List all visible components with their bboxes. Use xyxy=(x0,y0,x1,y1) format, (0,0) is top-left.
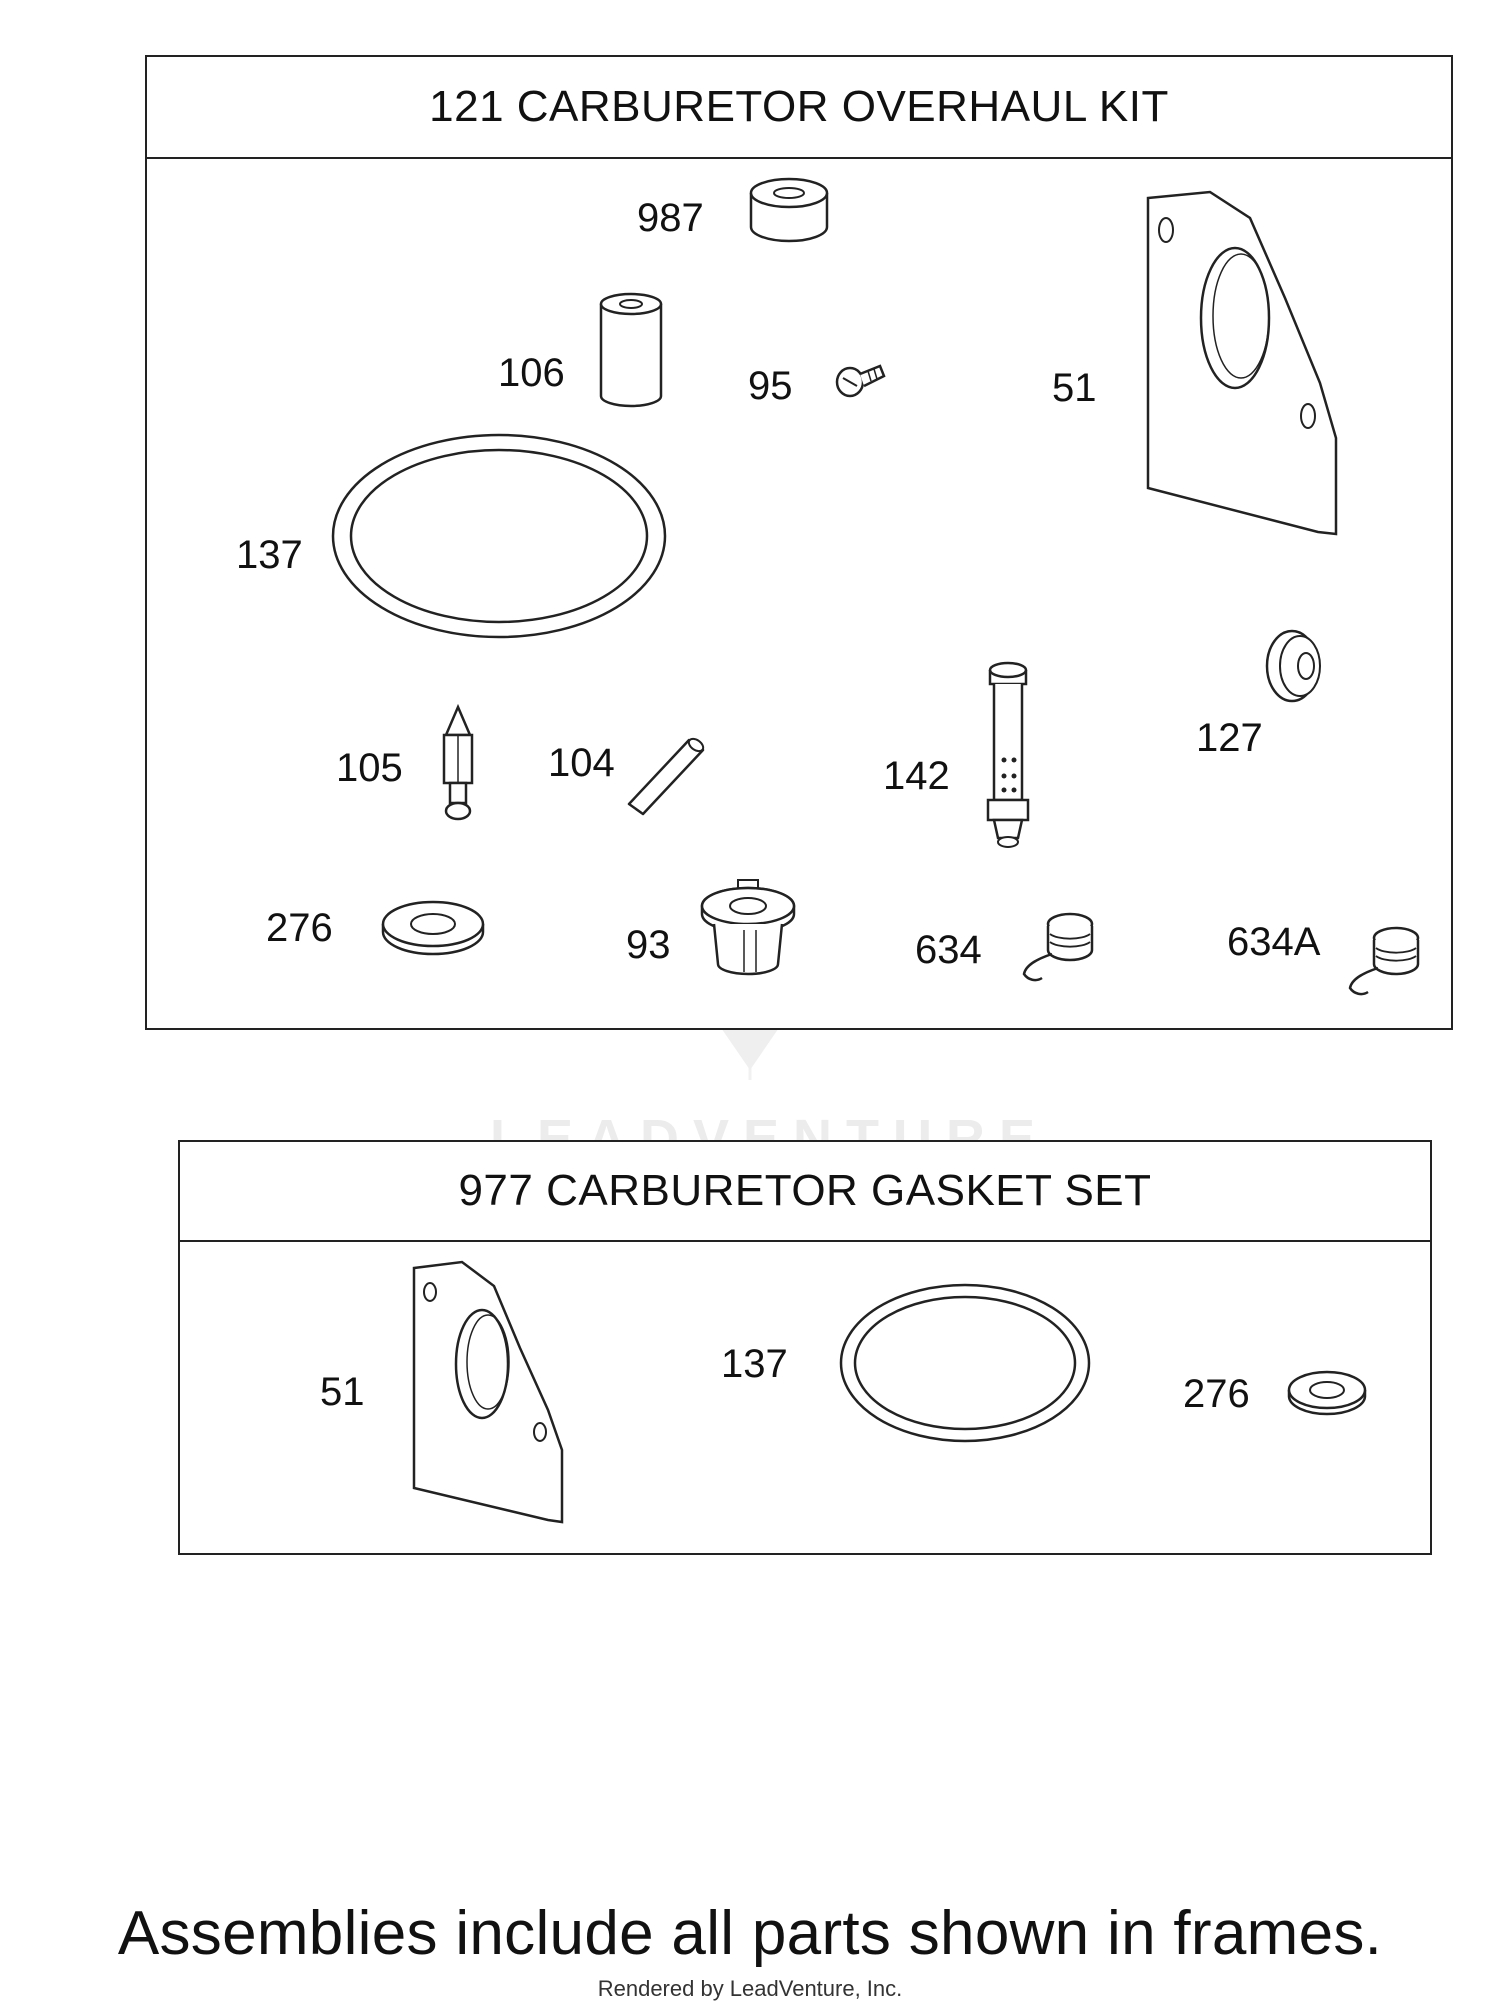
part-label-634[interactable]: 634 xyxy=(915,928,982,972)
part-label-137-kit[interactable]: 137 xyxy=(236,533,303,577)
part-label-105[interactable]: 105 xyxy=(336,746,403,790)
part-label-95[interactable]: 95 xyxy=(748,364,793,408)
washer-276-set-icon[interactable] xyxy=(1286,1368,1368,1418)
spacer-987-icon[interactable] xyxy=(748,175,830,245)
pin-104-icon[interactable] xyxy=(625,736,707,818)
part-label-51-kit[interactable]: 51 xyxy=(1052,366,1097,410)
cylinder-106-icon[interactable] xyxy=(598,290,664,410)
part-label-127[interactable]: 127 xyxy=(1196,716,1263,760)
part-label-987[interactable]: 987 xyxy=(637,196,704,240)
gasket-set-title: 977 CARBURETOR GASKET SET xyxy=(180,1142,1430,1242)
assemblies-note: Assemblies include all parts shown in fr… xyxy=(117,1899,1383,1968)
spring-634a-icon[interactable] xyxy=(1346,922,1422,1002)
part-label-634a[interactable]: 634A xyxy=(1227,920,1321,964)
part-label-137-set[interactable]: 137 xyxy=(721,1342,788,1386)
part-label-104[interactable]: 104 xyxy=(548,741,615,785)
overhaul-kit-title: 121 CARBURETOR OVERHAUL KIT xyxy=(147,57,1451,159)
washer-127-icon[interactable] xyxy=(1264,628,1326,704)
washer-276-icon[interactable] xyxy=(380,898,486,958)
render-credit: Rendered by LeadVenture, Inc. xyxy=(597,1976,903,2001)
part-label-93[interactable]: 93 xyxy=(626,923,671,967)
needle-105-icon[interactable] xyxy=(436,705,480,823)
part-label-51-set[interactable]: 51 xyxy=(320,1370,365,1414)
gasket-plate-51-icon[interactable] xyxy=(1140,188,1340,540)
o-ring-137-icon[interactable] xyxy=(330,432,668,640)
bushing-93-icon[interactable] xyxy=(698,870,798,980)
spring-634-icon[interactable] xyxy=(1020,908,1096,988)
screw-95-icon[interactable] xyxy=(834,356,886,402)
emulsion-tube-142-icon[interactable] xyxy=(982,660,1034,850)
part-label-106[interactable]: 106 xyxy=(498,351,565,395)
part-label-142[interactable]: 142 xyxy=(883,754,950,798)
part-label-276-set[interactable]: 276 xyxy=(1183,1372,1250,1416)
o-ring-137-set-icon[interactable] xyxy=(838,1282,1092,1444)
part-label-276-kit[interactable]: 276 xyxy=(266,906,333,950)
gasket-set-frame: 977 CARBURETOR GASKET SET xyxy=(178,1140,1432,1555)
gasket-plate-51-set-icon[interactable] xyxy=(408,1260,566,1526)
